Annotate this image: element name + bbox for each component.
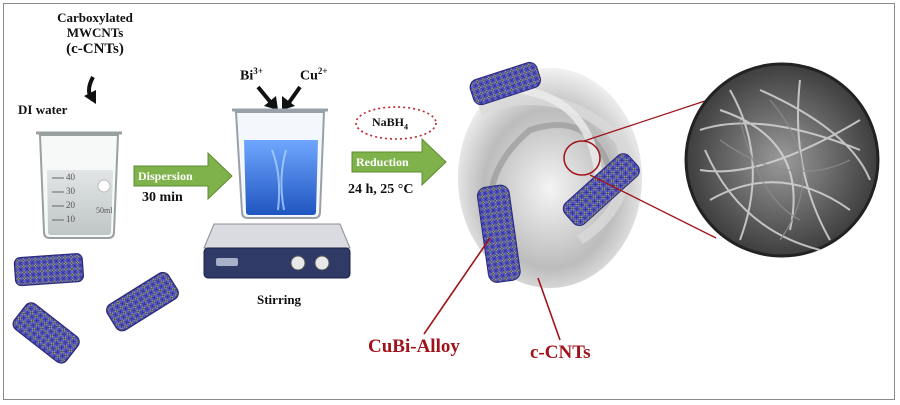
product-cnt-right bbox=[562, 153, 640, 227]
magnifier bbox=[563, 95, 721, 239]
reagent-line-2: MWCNTs bbox=[66, 25, 124, 40]
reagent-arrow bbox=[84, 76, 96, 104]
bi-symbol: Bi bbox=[240, 68, 254, 84]
water-beaker bbox=[36, 131, 122, 239]
label-leaders bbox=[423, 237, 561, 341]
product-cnt-top bbox=[469, 61, 542, 106]
beaker-mark-10: 10 bbox=[66, 214, 75, 224]
cu-symbol: Cu bbox=[300, 68, 318, 84]
reagent-label: Carboxylated MWCNTs (c-CNTs) bbox=[40, 10, 150, 57]
step2-conditions: 24 h, 25 °C bbox=[348, 182, 414, 197]
reduction-arrow bbox=[351, 137, 447, 187]
cnt-bundle-1 bbox=[13, 253, 84, 287]
stirring-label: Stirring bbox=[257, 292, 302, 307]
cu-ion: Cu2+ bbox=[300, 66, 328, 85]
cnt-bundle-2 bbox=[12, 302, 80, 364]
beaker-mark-40: 40 bbox=[66, 172, 75, 182]
ion-arrows bbox=[256, 85, 302, 110]
cnt-bundle-3 bbox=[106, 271, 179, 332]
reducer-oval bbox=[355, 106, 437, 140]
beaker-volume: 50ml bbox=[96, 206, 113, 215]
bi-charge: 3+ bbox=[253, 66, 263, 76]
solvent-label: DI water bbox=[18, 102, 68, 117]
step1-label: Dispersion bbox=[138, 169, 193, 183]
cnt-label: c-CNTs bbox=[530, 342, 591, 363]
step2-label: Reduction bbox=[356, 155, 409, 169]
stirring-plate bbox=[203, 223, 351, 279]
beaker-mark-30: 30 bbox=[66, 186, 75, 196]
reducer-sub: 4 bbox=[404, 122, 409, 132]
reducer-main: NaBH bbox=[372, 115, 405, 129]
bi-ion: Bi3+ bbox=[240, 66, 263, 85]
stirring-beaker bbox=[232, 108, 328, 219]
cu-charge: 2+ bbox=[317, 66, 328, 76]
beaker-mark-20: 20 bbox=[66, 200, 75, 210]
step1-time: 30 min bbox=[142, 190, 183, 205]
sem-inset bbox=[684, 62, 880, 258]
alloy-label: CuBi-Alloy bbox=[368, 336, 460, 357]
figure-frame bbox=[3, 3, 895, 400]
reagent-line-3: (c-CNTs) bbox=[66, 41, 124, 57]
reagent-line-1: Carboxylated bbox=[57, 10, 133, 25]
product-cnt-center bbox=[476, 184, 521, 283]
reducer-label: NaBH4 bbox=[372, 115, 408, 131]
dispersion-arrow bbox=[133, 151, 233, 201]
